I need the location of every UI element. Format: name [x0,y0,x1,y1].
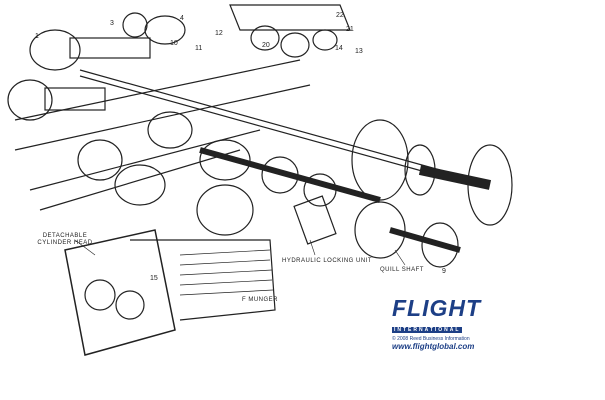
logo-url: www.flightglobal.com [392,342,475,351]
flight-international-logo: FLIGHT INTERNATIONAL © 2008 Reed Busines… [392,295,502,351]
part-number: 11 [195,45,203,52]
part-number: 20 [262,42,270,49]
propeller-shaft-gears [351,119,513,268]
pushrods [14,59,311,211]
part-number: 10 [170,40,178,47]
crankshaft [199,147,381,245]
part-number: 15 [150,275,158,282]
induction-manifold [229,4,351,58]
camshaft [79,69,441,171]
part-number: 13 [355,48,363,55]
logo-copyright: © 2008 Reed Business Information [392,336,470,342]
part-number: 4 [180,15,184,22]
label-detachable-cylinder-head: DETACHABLE CYLINDER HEAD [37,233,93,246]
part-number: 12 [215,30,223,37]
part-number: 22 [336,12,344,19]
cylinder-head [64,229,276,356]
part-number: 14 [335,45,343,52]
part-number: 21 [346,26,354,33]
accessory-pumps [7,12,186,121]
logo-brand: FLIGHT [392,295,482,321]
pistons [77,111,254,236]
label-hydraulic-locking-unit: HYDRAULIC LOCKING UNIT [282,258,373,264]
part-number: 1 [35,33,39,40]
part-number: 3 [110,20,114,27]
logo-subtitle: INTERNATIONAL [392,327,463,333]
artist-signature: F MUNGER [242,297,278,303]
part-number: 9 [442,268,446,275]
label-quill-shaft: QUILL SHAFT [380,267,424,273]
